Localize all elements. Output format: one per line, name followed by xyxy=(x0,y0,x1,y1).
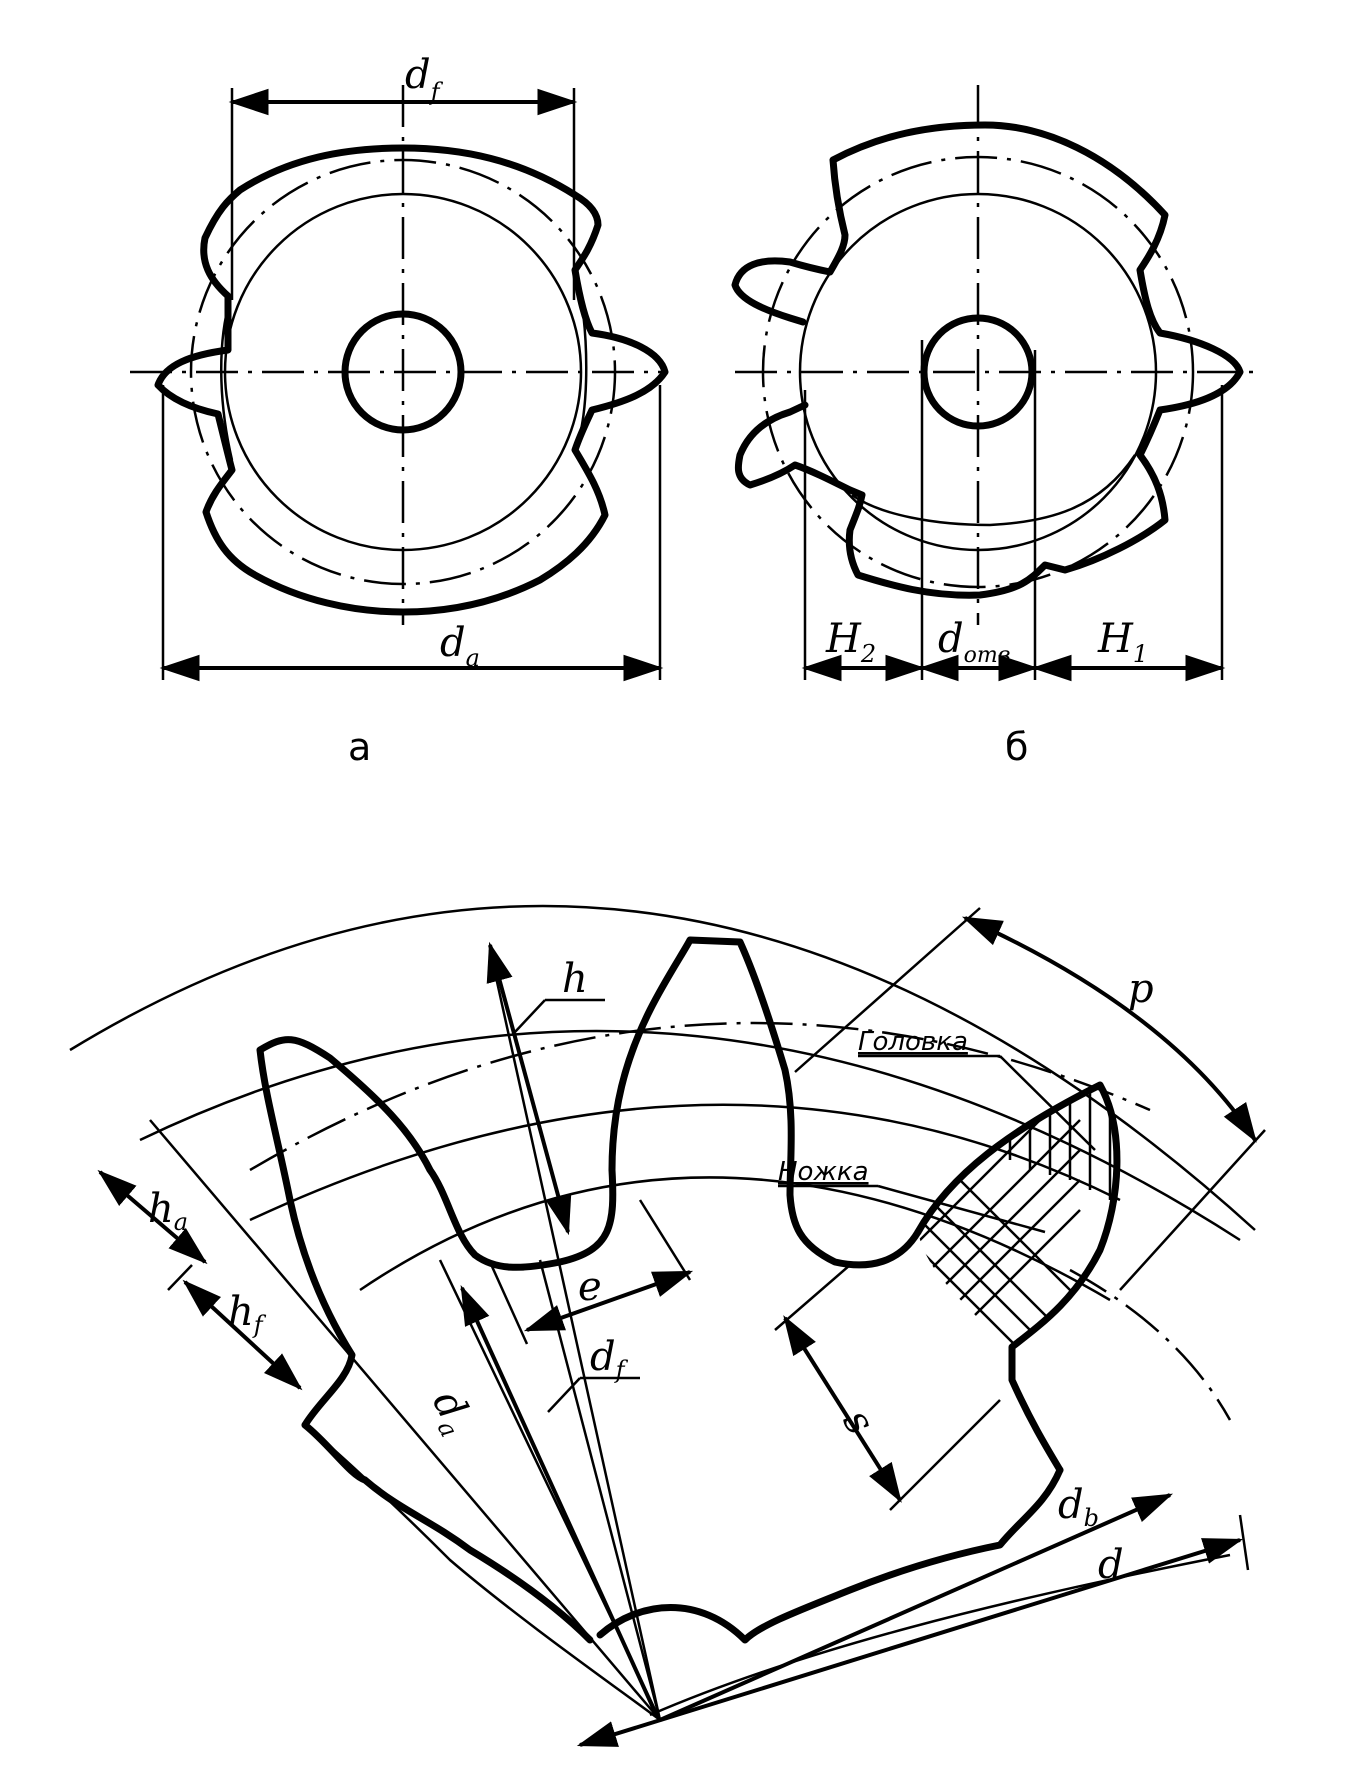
figure-b-tooth-line xyxy=(851,454,1137,527)
figure-b-caption: б xyxy=(1005,725,1028,769)
figure-c-d-dimension-line xyxy=(576,1538,1244,1747)
figure-b-hole-label: dотв xyxy=(938,616,1011,668)
figure-a-tooth-line-right xyxy=(573,271,588,449)
figure-c-addendum-label: Головка xyxy=(858,1027,968,1057)
figure-c-tip-arc-inner xyxy=(139,1029,1241,1242)
figure-c-h-leader xyxy=(514,999,546,1033)
figure-c-root-circle xyxy=(359,1176,1111,1302)
figure-b-bore xyxy=(920,314,1036,430)
figure-c-s-extension-right xyxy=(889,1399,1001,1511)
figure-c-ha-label: ha xyxy=(148,1186,188,1236)
figure-c-p-label: p xyxy=(1128,966,1154,1012)
figure-c-p-dimension-arc xyxy=(961,916,1257,1143)
figure-b-h2-label: H2 xyxy=(825,616,876,668)
figure-c-hf-tick xyxy=(167,1264,193,1291)
figure-c-ha-dimension-line xyxy=(97,1169,208,1265)
figure-a-da-label: da xyxy=(440,620,480,672)
figure-a-gear: df da а xyxy=(130,52,669,769)
figure-a-df-label: df xyxy=(405,52,444,106)
figure-c-addendum-leader xyxy=(999,1055,1096,1151)
figure-c-h-dimension-line xyxy=(486,941,572,1236)
figure-c-hf-label: hf xyxy=(228,1289,267,1339)
figure-c-e-dimension-line xyxy=(523,1270,694,1332)
figure-a-tooth-line-left xyxy=(219,299,234,461)
figure-b-gear: H2 dотв H1 б xyxy=(731,85,1262,769)
figure-b-gear-outline xyxy=(731,121,1244,599)
figure-c-e-extension-left xyxy=(488,1261,529,1345)
figure-c-p-extension-left xyxy=(794,907,981,1073)
figure-c-df-label: df xyxy=(590,1334,629,1384)
figure-c-h-label: h xyxy=(562,956,588,1002)
figure-c-h-radial xyxy=(488,949,662,1721)
figure-c-hf-dimension-line xyxy=(182,1279,303,1391)
figure-a-gear-outline xyxy=(154,144,669,616)
figure-c-section-line-left xyxy=(304,1424,661,1722)
figure-c-base-circle xyxy=(249,1103,1121,1222)
figure-b-root-circle xyxy=(798,192,1158,552)
figure-c-dedendum-leader xyxy=(877,1184,1046,1234)
figure-c-d-label: d xyxy=(1098,1542,1124,1588)
figure-a-caption: а xyxy=(348,725,371,769)
figure-a-root-circle xyxy=(223,192,583,552)
figure-b-pitch-circle xyxy=(761,155,1195,589)
figure-c-e-label: e xyxy=(578,1264,602,1310)
figure-c-e-extension-right xyxy=(638,1199,692,1281)
figure-c-outer-pitch-arc xyxy=(1069,1268,1232,1421)
figure-c-s-dimension-line xyxy=(783,1315,902,1503)
figure-c-gear-sector: h p Головка Ножка ha hf e s da xyxy=(69,904,1266,1747)
figure-c-dedendum-label: Ножка xyxy=(778,1157,869,1187)
figure-c-ha-radial xyxy=(149,1119,661,1721)
figure-c-da-label: da xyxy=(420,1383,483,1442)
figure-a-pitch-circle xyxy=(189,158,617,586)
figure-c-p-extension-right xyxy=(1119,1129,1266,1291)
figure-c-d-extension xyxy=(1238,1514,1250,1571)
figure-c-da-dimension-line xyxy=(460,1284,657,1713)
figure-c-db-label: db xyxy=(1058,1482,1099,1532)
figure-c-df-leader xyxy=(547,1377,581,1413)
figure-b-h1-label: H1 xyxy=(1097,616,1148,668)
figure-c-pitch-circle xyxy=(249,1021,1151,1172)
figure-c-break-outline xyxy=(301,1421,1064,1644)
figure-a-bore xyxy=(341,310,465,434)
